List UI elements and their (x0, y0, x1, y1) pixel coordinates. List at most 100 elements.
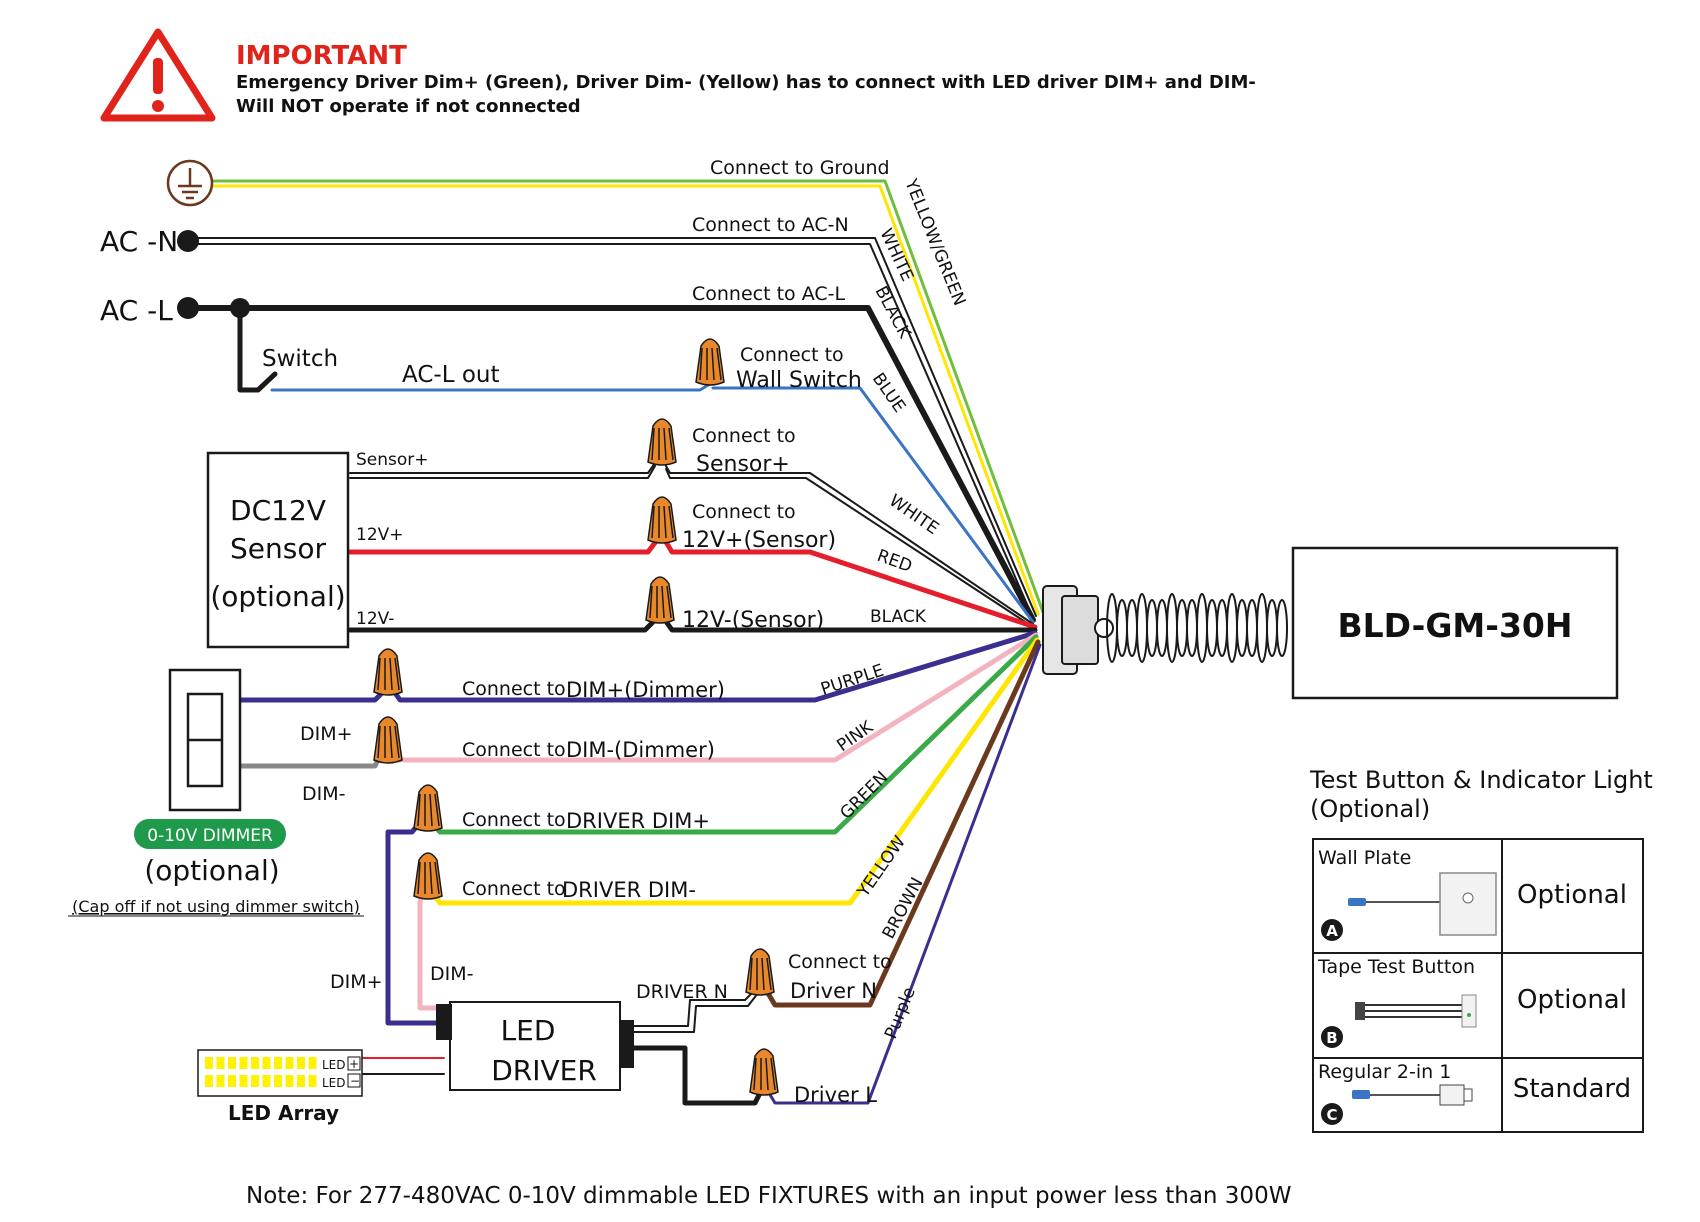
conduit-coil (1206, 599, 1218, 657)
black2-wire (662, 617, 1038, 633)
dimmer-badge (134, 819, 286, 849)
tape-button-icon (1461, 994, 1477, 1028)
conduit-coil (1196, 593, 1208, 663)
white2-wire-a (665, 465, 1034, 625)
regular-switch-cap (1463, 1088, 1473, 1102)
product-box: BLD-GM-30H (1291, 546, 1619, 700)
sensor-plus-wire-a (349, 462, 656, 474)
ground-wire-green (210, 179, 1045, 614)
wire-label-red: RED (874, 546, 914, 577)
flex-conduit (1106, 593, 1288, 663)
driver-dim-plus-connect-a: Connect to (462, 809, 566, 831)
driver-dim-minus-connect-a: Connect to (462, 878, 566, 900)
led-chip (308, 1075, 317, 1087)
wire-nut-icon (413, 784, 443, 832)
ac-n-terminal (177, 230, 199, 252)
driver-n-wire-a (627, 989, 756, 1027)
dimmer-dim-plus: DIM+ (300, 723, 353, 745)
wire-label-yellow-green: YELLOW/GREEN (900, 175, 969, 308)
conduit-coil (1156, 599, 1168, 657)
sensor-title-3: (optional) (210, 580, 345, 613)
marker-a-text: A (1326, 922, 1338, 940)
led-chip (251, 1057, 259, 1069)
wire-nut-icon (373, 716, 403, 764)
exclamation-icon (153, 58, 163, 94)
dimmer-optional: (optional) (144, 854, 279, 887)
conduit-coil (1136, 593, 1148, 663)
v12minus-label: 12V- (356, 609, 394, 629)
v12plus-label: 12V+ (356, 525, 404, 545)
wire-nut-icon (749, 1048, 779, 1096)
wire-label-black: BLACK (871, 283, 915, 342)
conduit-coil (1236, 599, 1248, 657)
ground-wire-yellow (210, 184, 1040, 616)
marker-c-icon (1321, 1103, 1343, 1125)
ac-l-terminal (177, 297, 199, 319)
led-chip (285, 1075, 294, 1087)
dimmer-switch[interactable] (168, 668, 242, 812)
led-plus-sign: + (349, 1057, 359, 1071)
v12minus-wire (347, 617, 658, 633)
ground-connection-label: Connect to Ground (710, 157, 890, 179)
footer-note: Note: For 277-480VAC 0-10V dimmable LED … (246, 1183, 1291, 1209)
wire-nut-icon (647, 418, 677, 466)
blue-wire (711, 386, 1035, 624)
ac-l-connection-label: Connect to AC-L (692, 283, 846, 305)
dimmer-dim-minus: DIM- (302, 783, 345, 805)
led-array-label: LED Array (228, 1101, 339, 1125)
conduit-fitting (1042, 585, 1288, 675)
dim-minus-connect-b: DIM-(Dimmer) (566, 738, 715, 762)
led-chip (251, 1075, 259, 1087)
led-minus-terminal (347, 1073, 361, 1088)
ac-n-wire-b (187, 243, 1034, 619)
ac-n-label: AC -N (100, 225, 178, 258)
red-wire (663, 539, 1038, 630)
wire-nut-icon (373, 648, 403, 696)
sensor-plus-connect-1: Connect to (692, 425, 796, 447)
conduit-coil (1246, 599, 1258, 657)
led-chip (205, 1057, 213, 1069)
conduit-coil (1146, 599, 1158, 657)
led-chip (216, 1075, 225, 1087)
ac-n-wire-a (187, 237, 1037, 617)
options-row-name: Wall Plate (1318, 847, 1411, 869)
sensor-plus-wire-b (349, 465, 656, 479)
led-driver-dim-terminal (436, 1004, 452, 1040)
led-driver-title-2: DRIVER (491, 1054, 597, 1087)
wire-nut-icon (695, 338, 725, 386)
wall-switch-label-2: Wall Switch (736, 368, 862, 393)
conduit-coil (1256, 593, 1268, 663)
options-row-status: Standard (1513, 1074, 1631, 1104)
wall-switch-label-1: Connect to (740, 344, 844, 366)
led-chip (297, 1075, 305, 1087)
wire-nut-icon (413, 852, 443, 900)
wire-label-purple2: Purple (881, 985, 920, 1042)
led-dots (205, 1057, 317, 1087)
sensor-title-2: Sensor (230, 532, 326, 565)
purple2-wire (767, 643, 1042, 1105)
led-driver-dim-minus: DIM- (430, 963, 473, 985)
led-driver-ac-terminal (620, 1020, 634, 1068)
led-plus-terminal (347, 1056, 361, 1071)
marker-b-icon (1321, 1026, 1343, 1048)
switch-junction (230, 298, 250, 318)
ac-l-label: AC -L (100, 294, 173, 327)
wire-nut-icon (645, 576, 675, 624)
driver-n-connect-1: Connect to (788, 951, 892, 973)
conduit-coil (1186, 599, 1198, 657)
dim-minus-connect-a: Connect to (462, 739, 566, 761)
driver-dim-plus-wire (385, 817, 439, 1026)
driver-l-connect: Driver L (794, 1083, 877, 1107)
options-row-tape-test-button: Tape Test Button B Optional (1317, 956, 1627, 1048)
dim-plus-connect-b: DIM+(Dimmer) (566, 678, 725, 702)
dim-minus-wire (233, 742, 388, 769)
warning-line-1: Emergency Driver Dim+ (Green), Driver Di… (236, 72, 1256, 93)
green-wire (427, 634, 1039, 835)
led-chip (205, 1075, 213, 1087)
purple-wire (390, 630, 1038, 703)
led-chip (285, 1057, 294, 1069)
led-driver-dim-plus: DIM+ (330, 971, 383, 993)
sensor-title-1: DC12V (230, 494, 326, 527)
led-chip (239, 1057, 248, 1069)
product-frame (1291, 546, 1619, 700)
